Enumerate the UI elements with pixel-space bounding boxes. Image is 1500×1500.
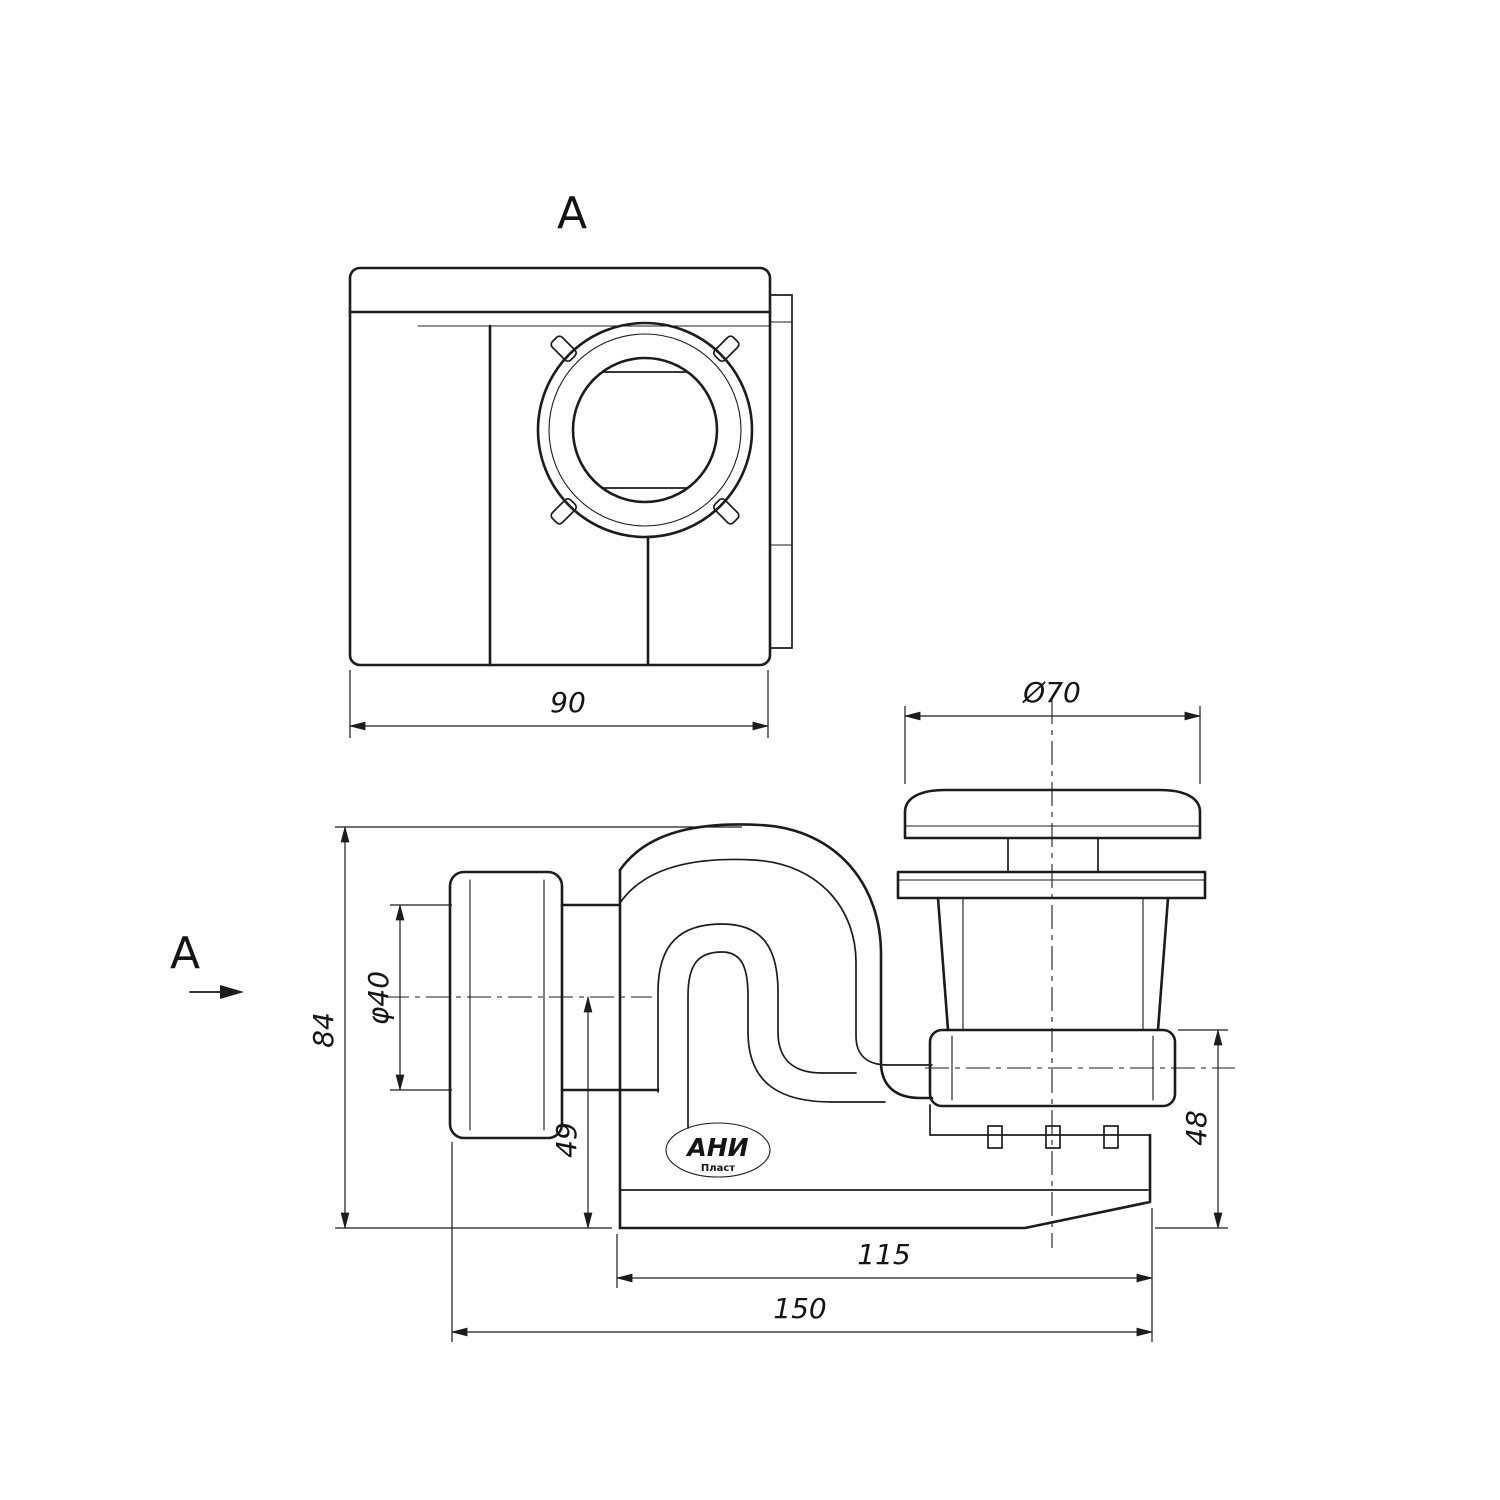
dim-base-length-text: 115	[857, 1238, 910, 1271]
top-view-body	[348, 266, 772, 667]
flange-outer-circle	[536, 321, 754, 539]
logo-sub-text: Пласт	[701, 1163, 735, 1174]
dim-inlet-axis-height-text: 49	[550, 1122, 583, 1158]
flange-tab	[550, 497, 578, 525]
dim-outlet-height-text: 48	[1180, 1110, 1213, 1146]
side-view: A	[170, 676, 1235, 1342]
dim-base-length: 115	[615, 1208, 1154, 1342]
strainer-cap	[903, 788, 1202, 840]
dim-inlet-axis-height: 49	[550, 995, 593, 1230]
flange-tab	[712, 497, 740, 525]
side-arrow-label: A	[170, 928, 200, 979]
top-view: A 90	[348, 188, 793, 738]
brand-logo: АНИ Пласт	[665, 1122, 771, 1178]
flange-tab	[550, 335, 578, 363]
dim-top-width: 90	[348, 670, 770, 738]
view-direction-arrow: A	[170, 928, 244, 999]
flange-inner-circle	[548, 333, 742, 527]
base-foot	[618, 1133, 1152, 1230]
dim-outlet-height: 48	[1155, 1028, 1228, 1230]
bore-circle	[571, 356, 719, 504]
inlet-nut	[448, 870, 564, 1140]
view-arrowhead	[220, 985, 244, 999]
siphon-s-wall-inner	[687, 951, 886, 1129]
dim-strainer-diameter: Ø70	[903, 676, 1202, 784]
clip-prong	[987, 1125, 1003, 1149]
dim-overall-length: 150	[450, 1142, 1154, 1342]
siphon-s-wall-outer	[657, 923, 857, 1093]
body-outer-profile	[618, 823, 934, 1100]
clip-prong	[1103, 1125, 1119, 1149]
dim-overall-height: 84	[307, 825, 742, 1230]
logo-brand-text: АНИ	[685, 1133, 748, 1162]
dim-strainer-diameter-text: Ø70	[1022, 676, 1081, 709]
dim-overall-length-text: 150	[773, 1292, 826, 1325]
body-inner-profile	[619, 858, 933, 1066]
outlet-nut	[928, 1028, 1177, 1108]
top-view-side-lip	[769, 294, 793, 649]
flange-tab	[712, 335, 740, 363]
dim-inlet-diameter-text: φ40	[362, 971, 395, 1025]
dim-inlet-diameter: φ40	[362, 903, 452, 1092]
clip-prong	[1045, 1125, 1061, 1149]
top-view-label: A	[557, 188, 587, 239]
dim-overall-height-text: 84	[307, 1012, 340, 1048]
drain-flange	[896, 870, 1207, 900]
dim-top-width-text: 90	[550, 686, 586, 719]
